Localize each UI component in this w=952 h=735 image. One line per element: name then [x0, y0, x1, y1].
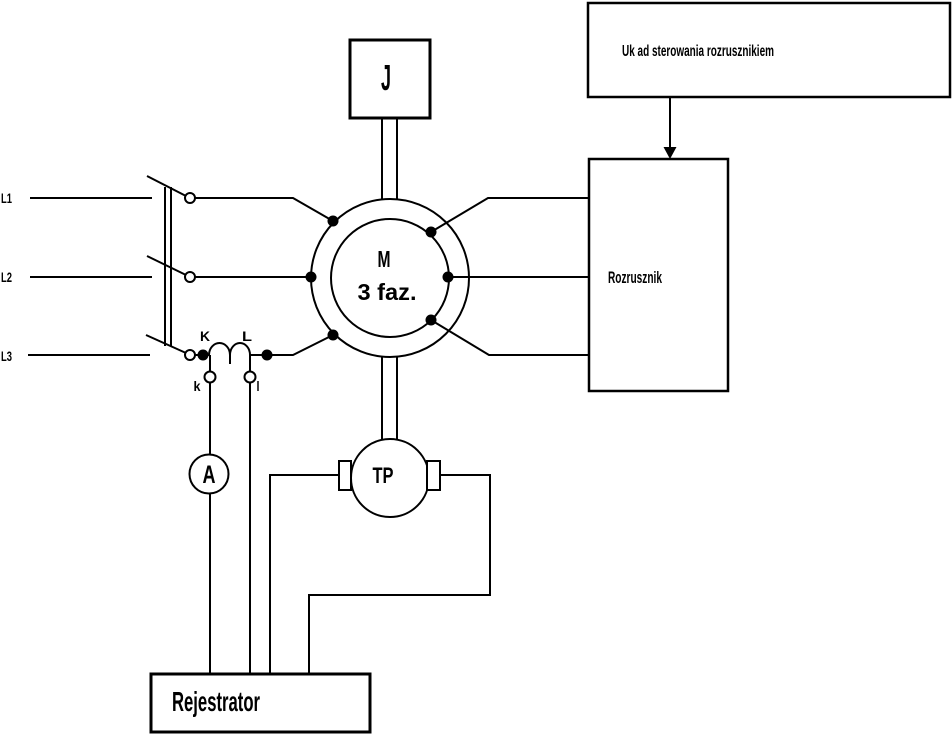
control-unit-box: Uk ad sterowania rozrusznikiem: [586, 1, 952, 99]
recorder-box: Rejestrator: [149, 672, 372, 734]
ct-terminal-l: [243, 370, 257, 384]
stator-wire-l1: [195, 197, 334, 222]
rotor-leads: [430, 197, 589, 356]
control-unit-label: Uk ad sterowania rozrusznikiem: [622, 43, 774, 60]
rotor-terminal-dot: [425, 314, 437, 326]
tacho-wire-right-loop: [308, 474, 491, 674]
starter-rect: [587, 157, 730, 393]
switch-contact-l2: [184, 271, 196, 283]
switch-blade-l2: [146, 255, 187, 276]
load-box-label: J: [381, 57, 391, 98]
rotor-terminal-dot: [442, 271, 454, 283]
control-arrow-head: [663, 147, 677, 159]
stator-terminal-dot: [305, 271, 317, 283]
ct-terminal-k: [203, 370, 217, 384]
starter-label: Rozrusznik: [608, 268, 662, 287]
phase-labels: L1 L2 L3: [1, 190, 12, 364]
tacho-label: TP: [373, 463, 394, 488]
ammeter: A: [188, 453, 230, 495]
motor-symbol-label: M: [378, 246, 391, 272]
switch-contact-l1: [184, 192, 196, 204]
motor-type-label: 3 faz.: [358, 279, 417, 305]
ammeter-circle: [188, 453, 230, 495]
rotor-wire-top: [430, 197, 589, 233]
three-phase-supply-lines: [28, 197, 152, 356]
stator-terminal-dot: [327, 215, 339, 227]
phase-l2-label: L2: [1, 269, 12, 285]
ammeter-label: A: [203, 461, 216, 489]
stator-terminal-dot: [327, 329, 339, 341]
load-box: J: [348, 38, 432, 120]
ct-primary-dot-l: [261, 349, 273, 361]
ct-primary-start-label: K: [200, 328, 210, 344]
phase-l3-label: L3: [1, 348, 12, 364]
load-box-rect: [348, 38, 432, 120]
recorder-rect: [149, 672, 372, 734]
starter-box: Rozrusznik: [587, 157, 730, 393]
tacho-probe: TP: [338, 438, 441, 518]
ct-primary-end-label: L: [242, 328, 253, 344]
phase-l1-label: L1: [1, 190, 12, 206]
current-transformer: [208, 342, 251, 674]
tacho-terminal-left: [338, 460, 352, 491]
tacho-wire-left: [269, 474, 339, 674]
control-arrow: [663, 97, 677, 159]
recorder-label: Rejestrator: [172, 686, 260, 717]
ct-primary-hump-1: [208, 342, 231, 356]
ct-primary-dot-k: [197, 349, 209, 361]
contacts-and-terminals: [184, 192, 257, 384]
rotor-wire-bottom: [430, 319, 589, 356]
ct-secondary-end-label: l: [257, 378, 260, 394]
tacho-wires: [269, 474, 491, 674]
connection-dots: [197, 215, 454, 361]
switch-blade-l1: [146, 175, 187, 197]
main-switch: [145, 175, 187, 354]
ct-primary-hump-2: [229, 342, 251, 356]
ct-secondary-start-label: k: [194, 378, 201, 394]
rotor-terminal-dot: [425, 226, 437, 238]
control-unit-rect: [586, 1, 952, 99]
motor-labels: M 3 faz.: [358, 246, 417, 305]
ct-labels: K L k l: [194, 328, 260, 394]
tacho-terminal-right: [426, 460, 441, 491]
motor-shafts: [381, 118, 398, 442]
switch-contact-l3: [184, 349, 196, 361]
